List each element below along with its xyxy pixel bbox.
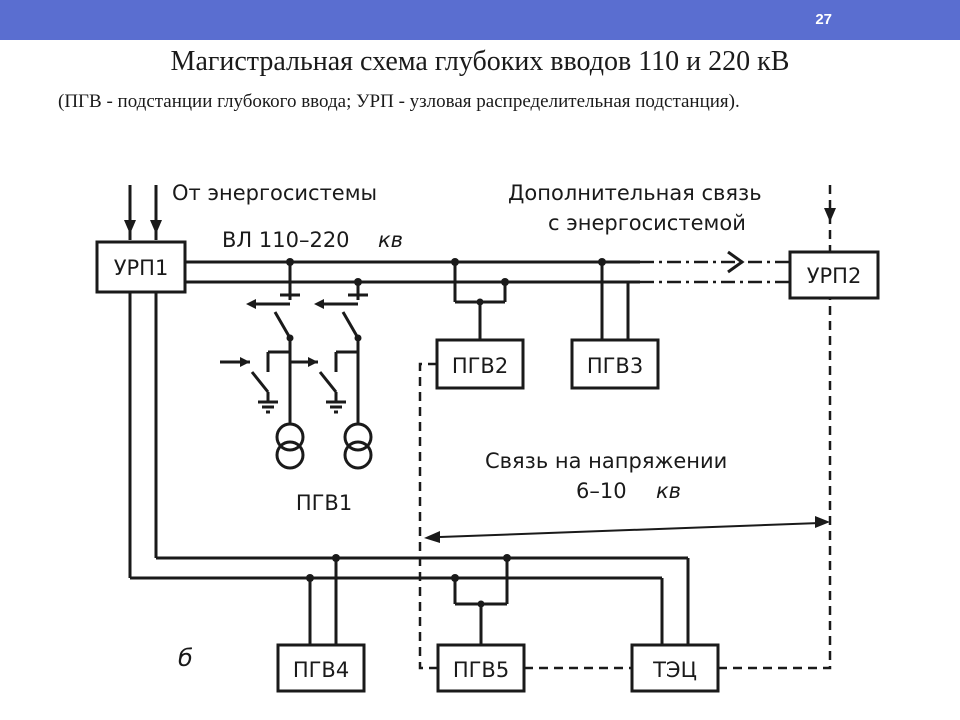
slide-subtitle: (ПГВ - подстанции глубокого ввода; УРП -… <box>58 91 740 112</box>
pgv1-switchgear <box>220 258 373 470</box>
lower-hv-bus <box>128 292 690 645</box>
label-extra-link-1: Дополнительная связь <box>508 181 762 205</box>
label-from-grid: От энергосистемы <box>172 181 377 205</box>
node-pgv3 <box>570 338 660 390</box>
node-urp2-label: УРП2 <box>807 264 862 288</box>
node-urp2 <box>788 250 880 300</box>
node-pgv5-label: ПГВ5 <box>453 658 509 682</box>
label-figure-letter: б <box>178 644 193 672</box>
hv-line-bus <box>185 250 790 284</box>
mv-link-dashed <box>418 298 832 670</box>
node-tec-label: ТЭЦ <box>652 658 697 682</box>
node-urp1-label: УРП1 <box>114 256 169 280</box>
page-number: 27 <box>815 11 832 28</box>
node-pgv1-label: ПГВ1 <box>296 491 352 515</box>
slide-title: Магистральная схема глубоких вводов 110 … <box>170 46 790 77</box>
label-line: ВЛ 110–220 <box>222 228 350 252</box>
label-voltage-link-1: Связь на напряжении <box>485 449 727 473</box>
slide-header-bar: 27 <box>0 0 960 40</box>
label-voltage-link-unit: кв <box>656 479 681 503</box>
grid-input-arrows <box>124 185 162 240</box>
node-pgv4 <box>276 643 366 693</box>
pgv2-connection <box>451 258 509 340</box>
node-pgv4-label: ПГВ4 <box>293 658 349 682</box>
node-pgv2-label: ПГВ2 <box>452 354 508 378</box>
label-voltage-link-2: 6–10 <box>576 479 627 503</box>
pgv5-connection <box>451 554 511 645</box>
node-urp1 <box>95 240 187 294</box>
pgv4-connection <box>306 554 340 645</box>
node-pgv3-label: ПГВ3 <box>587 354 643 378</box>
pgv3-connection <box>598 258 630 340</box>
label-extra-link-2: с энергосистемой <box>548 211 746 235</box>
label-line-unit: кв <box>378 228 403 252</box>
